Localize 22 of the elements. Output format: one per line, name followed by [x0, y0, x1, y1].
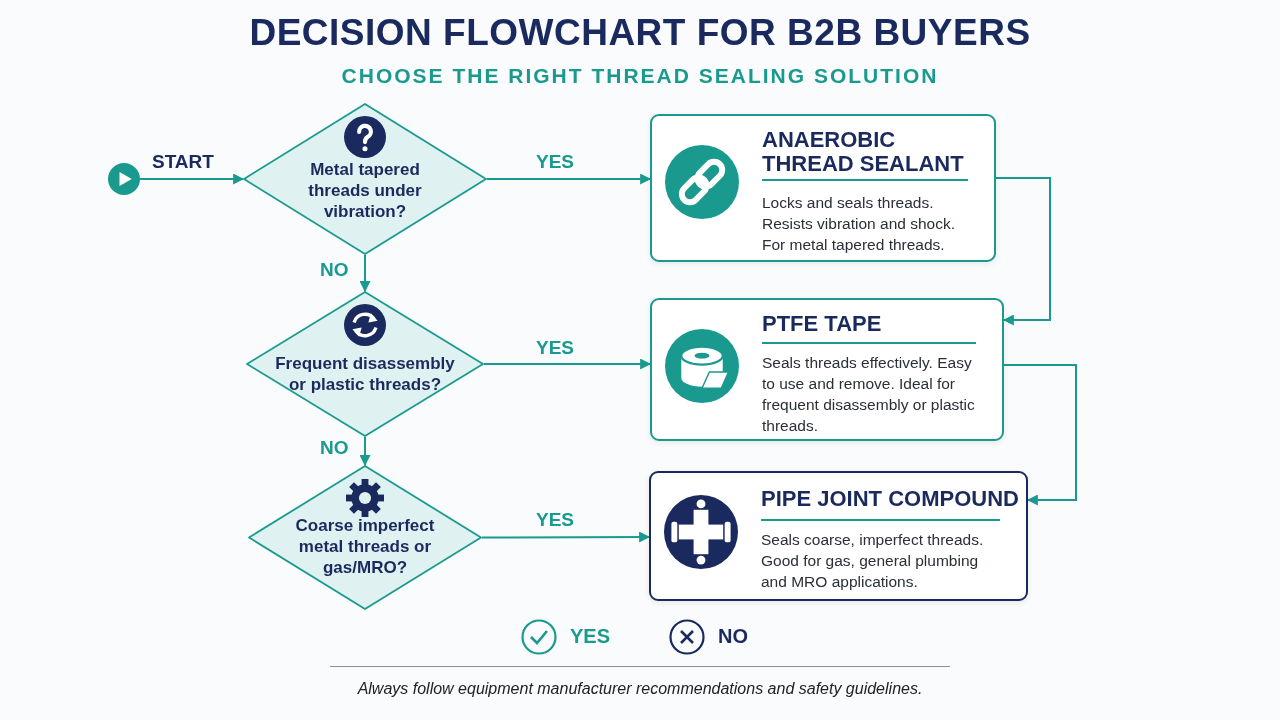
card-description: Seals threads effectively. Easy to use and remove. Ideal for frequent disassembly or plastic threads.	[762, 353, 976, 436]
arrow	[483, 358, 652, 370]
arrow	[1003, 364, 1077, 506]
legend-label: YES	[570, 625, 611, 648]
card-heading: PTFE TAPE	[762, 312, 883, 336]
arrow	[139, 173, 245, 185]
card-description: Seals coarse, imperfect threads. Good for gas, general plumbing and MRO applications.	[761, 530, 985, 592]
card-heading: PIPE JOINT COMPOUND	[761, 487, 1020, 511]
subtitle: CHOOSE THE RIGHT THREAD SEALING SOLUTION	[340, 64, 940, 88]
footnote: Always follow equipment manufacturer recommendations and safety guidelines.	[356, 680, 924, 698]
question-text: Frequent disassembly or plastic threads?	[274, 353, 456, 395]
arrow	[481, 531, 651, 543]
question-text: Coarse imperfect metal threads or gas/MRO?	[294, 515, 436, 578]
arrow	[359, 436, 371, 467]
title: DECISION FLOWCHART FOR B2B BUYERS	[248, 12, 1032, 54]
card-heading: ANAEROBIC THREAD SEALANT	[762, 128, 965, 176]
arrow	[486, 173, 652, 185]
arrow	[359, 254, 371, 293]
question-text: Metal tapered threads under vibration?	[307, 159, 423, 222]
card-description: Locks and seals threads. Resists vibration and shock. For metal tapered threads.	[762, 193, 956, 255]
arrow	[995, 177, 1051, 326]
legend-label: NO	[718, 625, 748, 648]
